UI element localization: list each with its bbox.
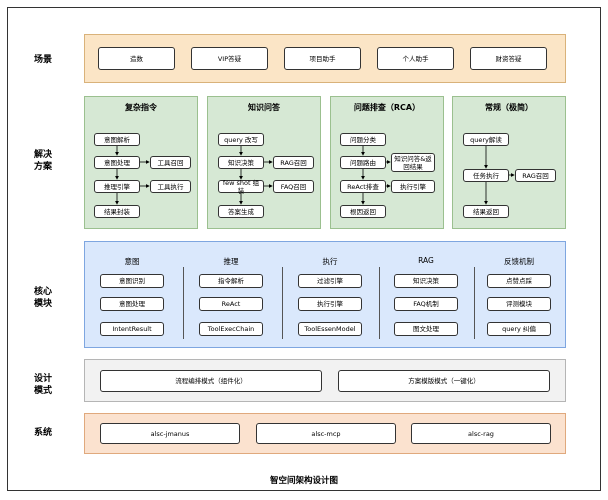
core-exec-2: 执行引擎	[298, 297, 362, 311]
rca-route: 问题路由	[340, 156, 386, 169]
label-core-1: 核心	[34, 287, 53, 297]
complex-intent-handle: 意图处理	[94, 156, 140, 169]
label-system: 系统	[34, 428, 53, 438]
system-jmanus: alsc-jmanus	[100, 423, 240, 444]
core-separator-4	[474, 267, 475, 339]
scene-box-2: VIP答疑	[191, 47, 268, 70]
core-exec-3: ToolEssenModel	[298, 322, 362, 336]
label-solution-1: 解决	[34, 150, 53, 160]
scene-box-4: 个人助手	[377, 47, 454, 70]
complex-result-wrap: 结果封装	[94, 205, 140, 218]
core-reason-1: 指令解析	[199, 274, 263, 288]
complex-tool-recall: 工具召回	[150, 156, 191, 169]
design-pattern-1: 流程编排模式（组件化）	[100, 370, 322, 392]
rca-classify: 问题分类	[340, 133, 386, 146]
core-separator-2	[282, 267, 283, 339]
solution-rca-title: 问题排查（RCA）	[353, 103, 421, 112]
complex-reason-engine: 推理引擎	[94, 180, 140, 193]
core-feedback-2: 评测模块	[487, 297, 551, 311]
qa-faq-recall: FAQ召回	[273, 180, 314, 193]
core-rag-title: RAG	[418, 256, 434, 265]
rca-exec-engine: 执行引擎	[391, 180, 435, 193]
label-core-2: 模块	[34, 299, 53, 309]
core-feedback-1: 点赞点踩	[487, 274, 551, 288]
label-solution-2: 方案	[34, 162, 53, 172]
qa-answer-gen: 答案生成	[218, 205, 264, 218]
normal-task-exec: 任务执行	[463, 169, 509, 182]
qa-knowledge-decision: 知识决策	[218, 156, 264, 169]
complex-tool-exec: 工具执行	[150, 180, 191, 193]
solution-normal-title: 常规（极简）	[485, 103, 533, 112]
scene-box-5: 财资答疑	[470, 47, 547, 70]
label-design-1: 设计	[34, 374, 53, 384]
qa-rag-recall: RAG召回	[273, 156, 314, 169]
rca-qa-return: 知识问答&返回结果	[391, 153, 435, 172]
design-pattern-2: 方案模版模式（一键化）	[338, 370, 550, 392]
core-feedback-3: query 纠偏	[487, 322, 551, 336]
core-separator-1	[183, 267, 184, 339]
core-rag-1: 知识决策	[394, 274, 458, 288]
scene-box-1: 造数	[98, 47, 175, 70]
core-rag-2: FAQ机制	[394, 297, 458, 311]
diagram-title: 智空间架构设计图	[269, 476, 338, 486]
solution-complex-title: 复杂指令	[125, 103, 157, 112]
core-intent-2: 意图处理	[100, 297, 164, 311]
label-scene: 场景	[34, 55, 53, 65]
core-exec-title: 执行	[322, 257, 338, 266]
system-rag: alsc-rag	[411, 423, 551, 444]
qa-fewshot: few shot 组装	[218, 179, 264, 195]
core-reason-title: 推理	[223, 257, 239, 266]
solution-qa-title: 知识问答	[248, 103, 280, 112]
core-rag-3: 图文处理	[394, 322, 458, 336]
scene-box-3: 项目助手	[284, 47, 361, 70]
core-intent-3: IntentResult	[100, 322, 164, 336]
core-intent-title: 意图	[124, 257, 140, 266]
complex-intent-parse: 意图解析	[94, 133, 140, 146]
rca-react: ReAct排查	[340, 180, 386, 193]
core-exec-1: 过滤引擎	[298, 274, 362, 288]
label-design-2: 模式	[34, 386, 53, 396]
system-mcp: alsc-mcp	[256, 423, 396, 444]
normal-rag-recall: RAG召回	[515, 169, 556, 182]
normal-result-return: 结果返回	[463, 205, 509, 218]
core-feedback-title: 反馈机制	[504, 257, 534, 266]
core-separator-3	[379, 267, 380, 339]
normal-query-read: query解读	[463, 133, 509, 146]
core-reason-3: ToolExecChain	[199, 322, 263, 336]
rca-root-cause: 根因返回	[340, 205, 386, 218]
qa-query-rewrite: query 改写	[218, 133, 264, 146]
core-intent-1: 意图识别	[100, 274, 164, 288]
core-reason-2: ReAct	[199, 297, 263, 311]
